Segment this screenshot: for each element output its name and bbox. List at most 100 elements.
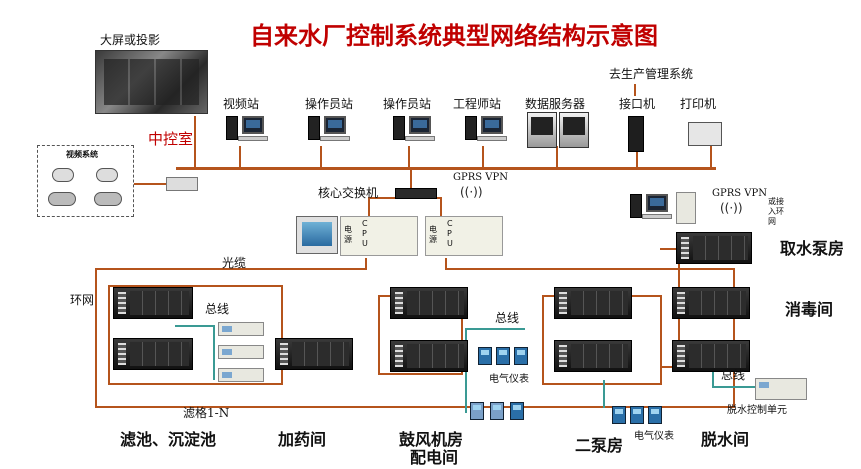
remote-io-module [218,322,264,336]
control-room-bus [176,167,716,170]
to-production-label: 去生产管理系统 [609,67,694,81]
electric-meter-icon [496,347,510,365]
blower-label-line2: 配电间 [410,448,459,467]
disinfection-label: 消毒间 [785,300,834,319]
data-server-label: 数据服务器 [525,97,586,111]
wireless-icon: ((·)) [720,201,743,215]
fiber-ring-bottom [95,406,735,408]
power-label-left: 电 源 [344,225,352,244]
instrument-label-blower: 电气仪表 [489,374,529,385]
dewater-label: 脱水间 [701,430,750,449]
instrument-label-pump2: 电气仪表 [634,431,674,442]
cpu-label-right: C P U [447,219,453,248]
inner-loop-left [108,285,283,385]
hmi-panel-icon [296,216,338,254]
intake-pump-label: 取水泵房 [780,239,845,258]
electric-meter-icon [630,406,644,424]
bus-line-blower [465,328,525,330]
production-arrow-icon [634,84,636,96]
video-encoder-icon [166,177,198,191]
bus-line-dewater [712,370,714,388]
filter-sediment-label: 滤池、沉淀池 [120,430,217,449]
operator-station-2-label: 操作员站 [383,97,432,111]
flow-meter-icon [490,402,504,420]
dome-camera-icon [52,168,74,182]
disinfection-plc-rack [672,287,750,319]
printer-icon [688,122,722,146]
switch-uplink [410,170,412,190]
bullet-camera-icon [48,192,76,206]
big-screen-drop [194,116,196,168]
dewater-control-module [755,378,807,400]
flow-meter-icon [510,402,524,420]
drop-video-station [239,146,241,168]
fiber-label: 光缆 [222,256,247,270]
cpu-rack-left: 电 源 C P U [340,216,418,256]
data-server-icon [559,112,589,148]
or-ring-label: 或接入环网 [768,197,784,226]
dewater-plc-rack [672,340,750,372]
screen-grid [104,59,199,105]
electric-meter-icon [612,406,626,424]
printer-label: 打印机 [680,97,717,111]
engineer-station-label: 工程师站 [453,97,502,111]
big-screen-image [95,50,208,114]
dosing-plc-rack [275,338,353,370]
cpu-link-left [368,197,370,219]
blower-plc-rack-2 [390,340,468,372]
bus-line-filter-v [213,325,215,380]
dome-camera-icon [96,168,118,182]
remote-io-module [218,345,264,359]
video-station-computer-icon [226,116,268,142]
bus-line-pump2 [603,380,605,408]
cpu-link-right [440,197,442,219]
diagram-title: 自来水厂控制系统典型网络结构示意图 [250,21,658,50]
wireless-icon: ((·)) [460,185,483,199]
drop-data-server [556,146,558,168]
gprs-vpn-label-intake: GPRS VPN [712,188,767,199]
gprs-vpn-label-core: GPRS VPN [453,172,508,183]
intake-computer-icon [630,194,672,220]
cpu-label-left: C P U [362,219,368,248]
bus-line-dewater-h [712,386,757,388]
video-station-label: 视频站 [223,97,260,111]
electric-meter-icon [648,406,662,424]
operator-station-2-computer-icon [393,116,435,142]
bullet-camera-icon [94,192,122,206]
core-switch-icon [395,188,437,199]
bus-label-dewater: 总线 [721,368,746,382]
intake-plc-rack [676,232,752,264]
bus-line-filter [175,325,215,327]
intake-io-icon [676,192,696,224]
drop-printer [710,146,712,168]
engineer-station-computer-icon [465,116,507,142]
filter-cells-label: 滤格1-N [183,406,230,420]
interface-machine-label: 接口机 [619,97,656,111]
core-switch-label: 核心交换机 [318,186,379,200]
operator-station-1-computer-icon [308,116,350,142]
interface-machine-icon [628,116,644,152]
filter-plc-rack-1 [113,287,193,319]
drop-operator-1 [320,146,322,168]
drop-interface [636,146,638,168]
electric-meter-icon [478,347,492,365]
drop-operator-2 [408,146,410,168]
data-server-icon [527,112,557,148]
blower-plc-rack-1 [390,287,468,319]
cpu-rack-right: 电 源 C P U [425,216,503,256]
flow-meter-icon [470,402,484,420]
remote-io-module [218,368,264,382]
bus-label-filter: 总线 [205,302,230,316]
electric-meter-icon [514,347,528,365]
ring-label: 环网 [70,293,95,307]
drop-engineer [482,146,484,168]
operator-station-1-label: 操作员站 [305,97,354,111]
pump2-plc-rack-1 [554,287,632,319]
video-link [134,183,166,185]
big-screen-label: 大屏或投影 [100,33,161,47]
control-room-label: 中控室 [148,130,194,148]
video-system-box: 视频系统 [37,145,134,217]
pump2-plc-rack-2 [554,340,632,372]
bus-label-blower: 总线 [495,311,520,325]
